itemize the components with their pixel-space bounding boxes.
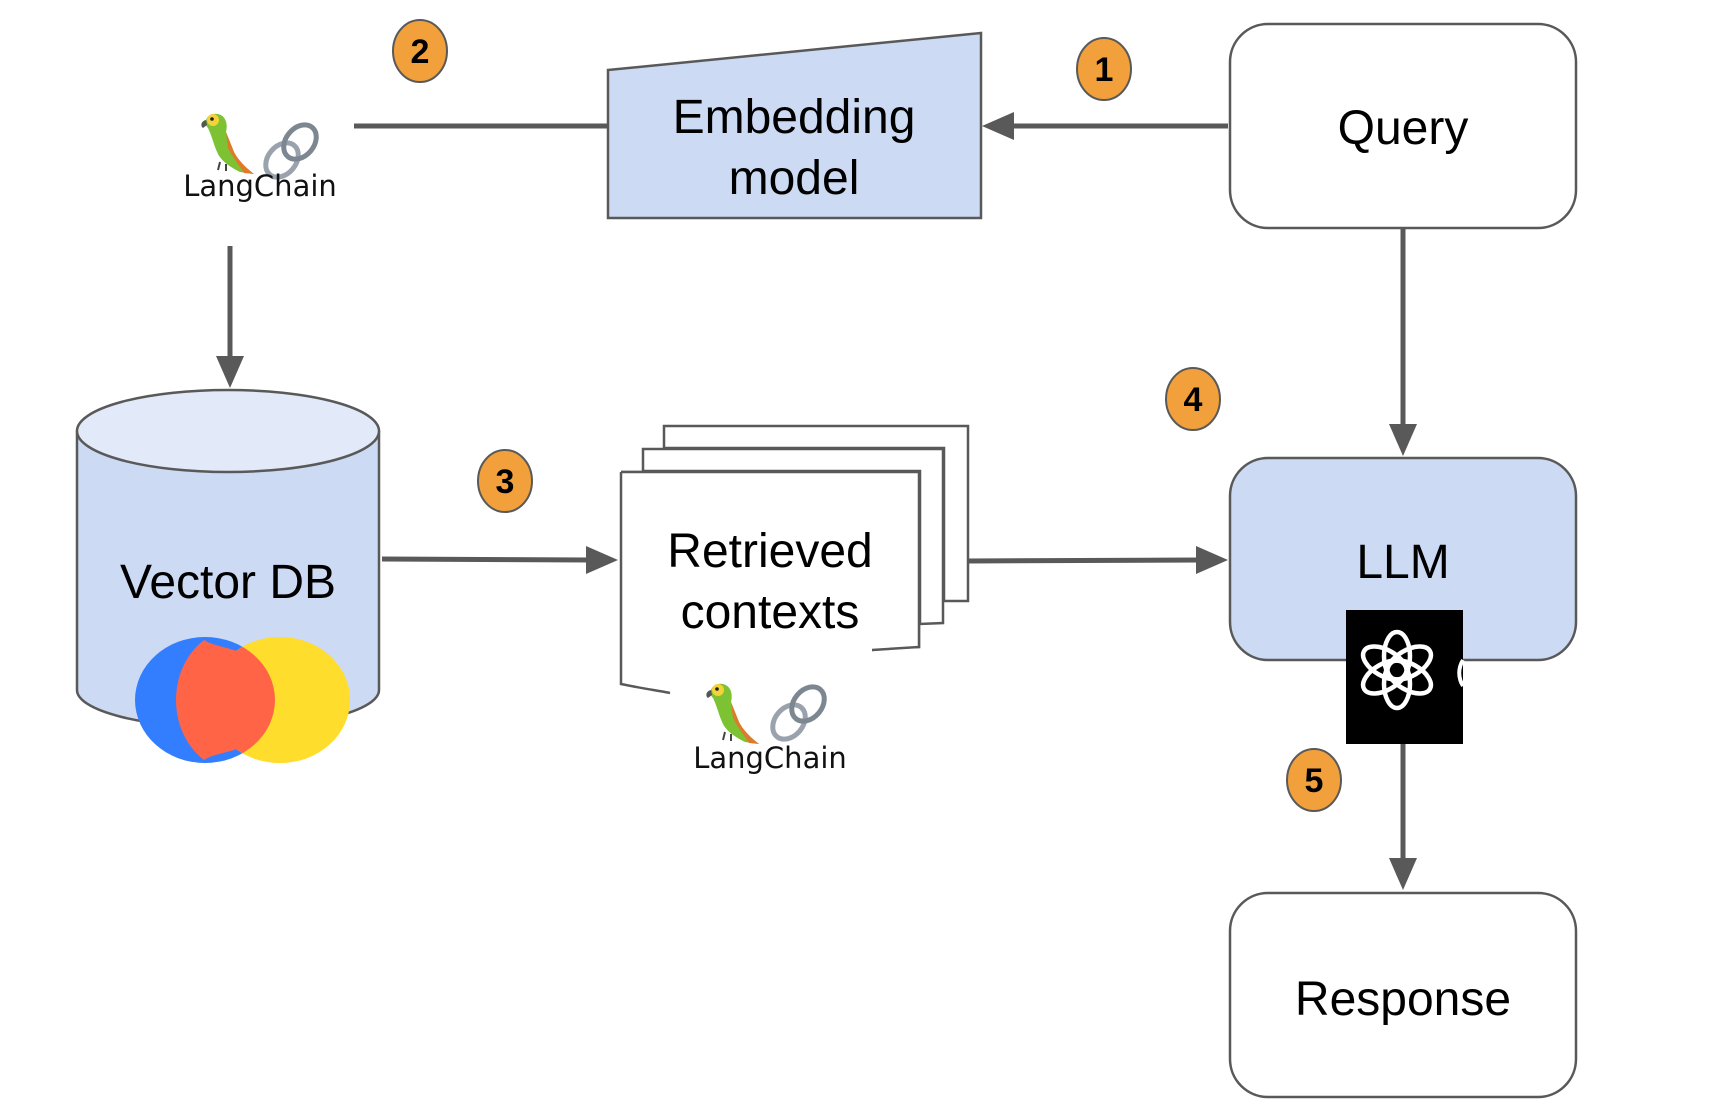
- contexts-label-line1: Retrieved: [667, 525, 872, 578]
- langchain-logo-top: LangChain: [183, 113, 337, 203]
- step-badge-3: 3: [477, 449, 533, 513]
- node-embedding-model: Embedding model: [606, 31, 983, 220]
- node-vector-db: Vector DB: [75, 388, 381, 763]
- arrowhead-into-vectordb: [216, 356, 244, 388]
- vector-db-label: Vector DB: [120, 556, 336, 609]
- arrowhead-into-embedding: [982, 112, 1014, 140]
- chain-link-icon: [770, 684, 827, 742]
- step-badge-4: 4: [1165, 367, 1221, 431]
- context-doc-front-edge: [619, 472, 671, 695]
- node-response: Response: [1228, 891, 1578, 1099]
- query-label: Query: [1338, 102, 1469, 155]
- langchain-label-bottom: LangChain: [693, 741, 847, 775]
- langchain-logo-bottom: LangChain: [693, 683, 847, 775]
- contexts-label-line2: contexts: [681, 586, 860, 639]
- edge-vectordb-to-contexts: [381, 556, 591, 563]
- response-label: Response: [1295, 973, 1511, 1026]
- step-badge-5: 5: [1286, 748, 1342, 812]
- arrowhead-into-response: [1389, 858, 1417, 890]
- edge-contexts-to-llm: [967, 557, 1201, 564]
- node-retrieved-contexts: Retrieved contexts: [619, 424, 970, 695]
- arrowhead-into-llm-left: [1196, 546, 1228, 574]
- arrowhead-into-llm-top: [1389, 424, 1417, 456]
- parrot-icon: [706, 683, 759, 744]
- svg-text:4: 4: [1184, 381, 1203, 419]
- svg-text:3: 3: [496, 463, 515, 501]
- langchain-label-top: LangChain: [183, 169, 337, 203]
- arrowhead-into-contexts: [586, 546, 618, 574]
- openai-logo-icon: [1346, 610, 1465, 744]
- node-llm: LLM: [1228, 456, 1578, 744]
- embedding-label-line2: model: [729, 152, 860, 205]
- embedding-model-shape: [606, 31, 983, 220]
- node-query: Query: [1228, 22, 1578, 230]
- chain-link-icon: [263, 122, 319, 180]
- vector-db-top: [75, 388, 381, 474]
- step-badge-2: 2: [392, 19, 448, 83]
- query-box: [1228, 22, 1578, 230]
- embedding-label-line1: Embedding: [673, 91, 916, 144]
- svg-text:1: 1: [1095, 51, 1114, 89]
- step-badge-1: 1: [1076, 37, 1132, 101]
- chroma-logo-icon: [135, 637, 350, 763]
- parrot-icon: [201, 113, 254, 174]
- svg-text:2: 2: [411, 33, 430, 71]
- svg-text:5: 5: [1305, 762, 1324, 800]
- response-box: [1228, 891, 1578, 1099]
- llm-label: LLM: [1356, 536, 1449, 589]
